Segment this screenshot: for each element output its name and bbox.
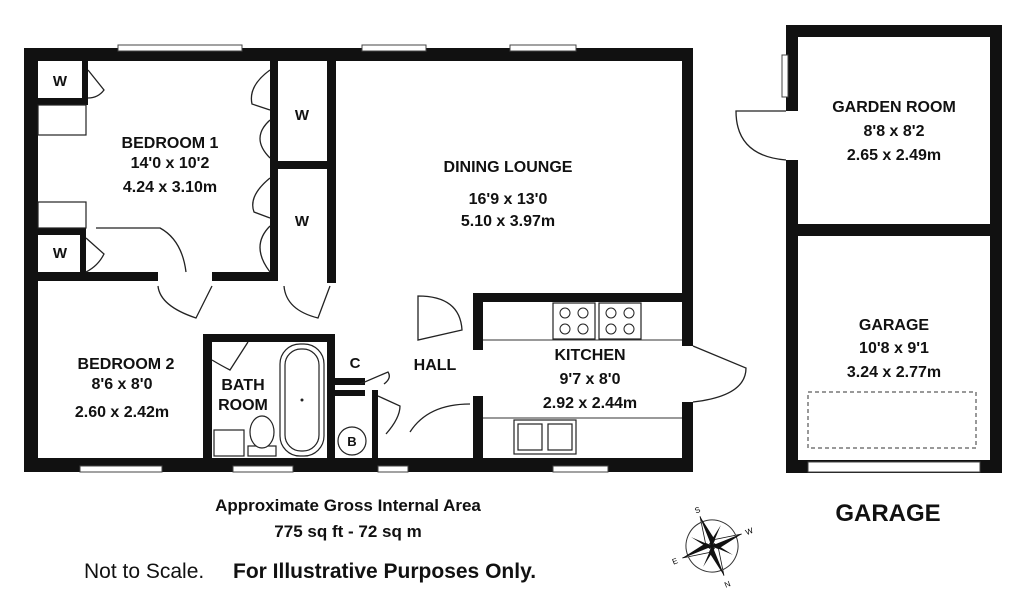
garage-metric: 3.24 x 2.77m [847, 364, 941, 381]
dining-imperial: 16'9 x 13'0 [469, 191, 548, 208]
garage-name: GARAGE [859, 317, 930, 334]
wardrobe-label: W [295, 213, 310, 230]
wardrobe-label: W [53, 245, 68, 262]
room-bedroom1: BEDROOM 1 14'0 x 10'2 4.24 x 3.10m [122, 135, 219, 196]
house-windows [79, 44, 609, 473]
kitchen-fixtures [483, 302, 682, 455]
kitchen-metric: 2.92 x 2.44m [543, 395, 637, 412]
dining-metric: 5.10 x 3.97m [461, 213, 555, 230]
bedroom1-bed-foot-left [37, 201, 87, 229]
garage-title: GARAGE [835, 500, 940, 527]
house-doors [85, 69, 747, 435]
compass-e-label: E [671, 556, 679, 566]
bedroom1-name: BEDROOM 1 [122, 135, 219, 152]
garden-room-metric: 2.65 x 2.49m [847, 147, 941, 164]
bathroom-fixtures [213, 343, 367, 457]
room-garden-room: GARDEN ROOM 8'8 x 8'2 2.65 x 2.49m [832, 99, 956, 164]
compass-s-label: S [693, 505, 701, 515]
bathroom-line2: ROOM [218, 397, 268, 414]
bathroom-line1: BATH [221, 377, 264, 394]
room-bathroom: BATH ROOM [218, 377, 268, 414]
hall-label: HALL [414, 357, 457, 374]
bedroom2-name: BEDROOM 2 [78, 356, 175, 373]
compass-w-label: W [744, 526, 755, 537]
area-value: 775 sq ft - 72 sq m [274, 522, 421, 541]
kitchen-imperial: 9'7 x 8'0 [560, 371, 621, 388]
area-title: Approximate Gross Internal Area [215, 496, 481, 515]
room-garage: GARAGE 10'8 x 9'1 3.24 x 2.77m [847, 317, 941, 381]
wardrobe-label: W [295, 107, 310, 124]
garage-imperial: 10'8 x 9'1 [859, 340, 929, 357]
bedroom2-metric: 2.60 x 2.42m [75, 404, 169, 421]
cupboard-label: C [350, 355, 361, 372]
disclaimer-plain: Not to Scale. [84, 560, 204, 583]
garden-room-name: GARDEN ROOM [832, 99, 956, 116]
boiler-label: B [347, 434, 356, 449]
bedroom1-bed-head-left [37, 104, 87, 136]
compass-n-label: N [723, 579, 732, 590]
room-bedroom2: BEDROOM 2 8'6 x 8'0 2.60 x 2.42m [75, 356, 175, 421]
bedroom2-imperial: 8'6 x 8'0 [92, 376, 153, 393]
dining-name: DINING LOUNGE [444, 159, 573, 176]
garden-room-imperial: 8'8 x 8'2 [864, 123, 925, 140]
disclaimer-bold: For Illustrative Purposes Only. [233, 560, 536, 583]
bedroom1-metric: 4.24 x 3.10m [123, 179, 217, 196]
bedroom1-imperial: 14'0 x 10'2 [131, 155, 210, 172]
garage-walls [735, 25, 1002, 473]
compass-rose-icon: S N W E [671, 505, 755, 590]
room-kitchen: KITCHEN 9'7 x 8'0 2.92 x 2.44m [543, 347, 637, 412]
kitchen-name: KITCHEN [554, 347, 625, 364]
room-dining-lounge: DINING LOUNGE 16'9 x 13'0 5.10 x 3.97m [444, 159, 573, 230]
wardrobe-label: W [53, 73, 68, 90]
